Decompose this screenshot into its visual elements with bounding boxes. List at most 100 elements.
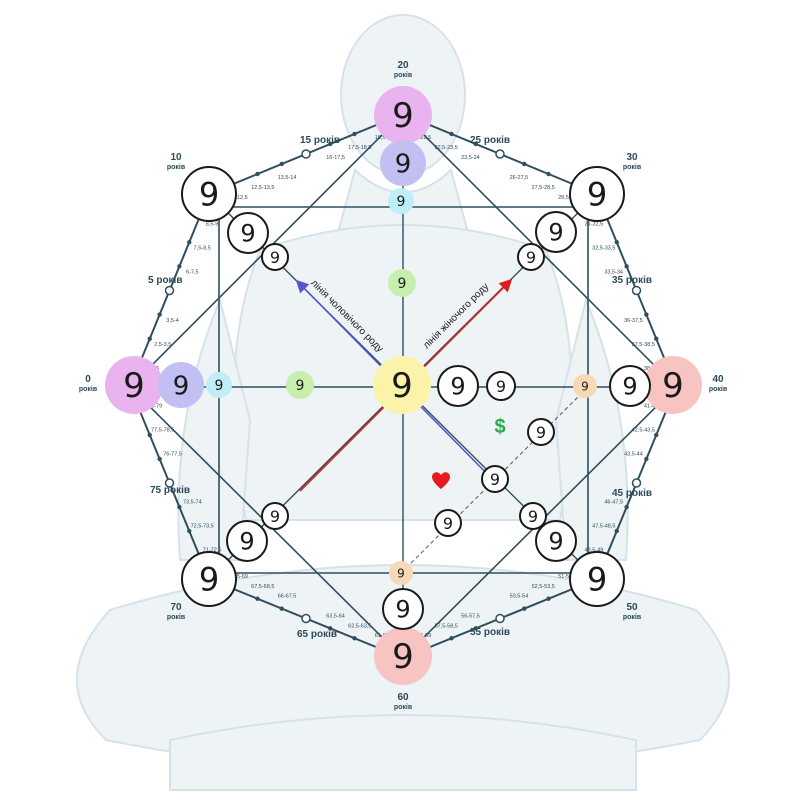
node-money-bottom-value: 9: [443, 514, 453, 533]
node-top-2-value: 9: [395, 149, 412, 179]
age-tick-dot: [546, 596, 551, 601]
age-unit: років: [167, 163, 186, 171]
age-tick-dot: [255, 171, 260, 177]
age-range-label: 51-52,5: [558, 574, 577, 580]
age-range-label: 72,5-73,5: [191, 524, 214, 530]
node-left-2: 9: [158, 362, 204, 408]
node-tr-2: 9: [535, 211, 577, 253]
age-tick-dot: [157, 312, 162, 317]
mid-age-marker: [164, 478, 175, 488]
node-left-outer: 9: [105, 356, 163, 414]
age-range-label: 41-42,5: [644, 404, 663, 410]
age-range-label: 73,5-74: [183, 500, 202, 506]
age-label: 10: [170, 152, 182, 163]
age-range-label: 71-72,5: [203, 548, 222, 554]
age-range-label: 77,5-78,5: [151, 428, 174, 434]
age-range-label: 48,5-49: [585, 548, 604, 554]
age-range-label: 7,5-8,5: [194, 246, 211, 252]
age-unit: років: [623, 613, 642, 621]
mid-age-label: 55 років: [470, 627, 510, 638]
age-range-label: 52,5-53,5: [532, 584, 555, 590]
node-left-3: 9: [206, 372, 232, 398]
age-range-label: 21-22,5: [413, 135, 432, 141]
node-relationship-value: 9: [490, 470, 500, 489]
age-range-label: 27,5-28,5: [532, 185, 555, 191]
node-left-outer-value: 9: [123, 366, 145, 406]
node-bottom-2: 9: [382, 588, 424, 630]
heart-icon: [432, 472, 450, 489]
node-money-top: 9: [527, 418, 555, 446]
node-right-outer: 9: [644, 356, 702, 414]
node-br-3: 9: [519, 502, 547, 530]
node-bl-3-value: 9: [270, 507, 280, 526]
age-range-label: 18,5-19: [375, 135, 394, 141]
mid-age-marker: [301, 149, 311, 159]
age-tick-dot: [654, 336, 659, 341]
age-label: 30: [626, 152, 638, 163]
age-range-label: 3,5-4: [166, 318, 179, 324]
node-right-peach-value: 9: [581, 379, 589, 393]
node-top-outer-value: 9: [392, 96, 414, 136]
node-corner-tl: 9: [181, 166, 237, 222]
age-range-label: 57,5-58,5: [435, 623, 458, 629]
node-br-2: 9: [535, 520, 577, 562]
node-left-4-value: 9: [296, 378, 305, 394]
node-tl-3-value: 9: [270, 248, 280, 267]
mid-age-marker: [164, 285, 175, 296]
age-tick-dot: [177, 264, 182, 269]
mid-age-marker: [301, 613, 311, 624]
node-br-2-value: 9: [548, 528, 563, 556]
node-bl-2-value: 9: [239, 528, 254, 556]
node-money-top-value: 9: [536, 423, 546, 442]
age-tick-dot: [279, 161, 284, 167]
age-range-label: 47,5-48,5: [592, 524, 615, 530]
age-label: 50: [626, 602, 638, 613]
node-money-bottom: 9: [434, 509, 462, 537]
mid-age-label: 25 років: [470, 135, 510, 146]
age-label: 40: [712, 374, 724, 385]
node-right-2-value: 9: [622, 373, 637, 401]
age-tick-dot: [522, 161, 527, 167]
node-bottom-peach-value: 9: [397, 566, 405, 580]
node-corner-tl-value: 9: [199, 176, 219, 214]
age-tick-dot: [147, 336, 152, 341]
node-right-outer-value: 9: [662, 366, 684, 406]
age-range-label: 68,5-69: [229, 574, 248, 580]
age-range-label: 33,5-34: [604, 270, 623, 276]
age-range-label: 17,5-18,5: [348, 145, 371, 151]
age-tick-dot: [624, 504, 629, 510]
age-tick-dot: [177, 504, 182, 510]
node-corner-tr-value: 9: [587, 176, 607, 214]
node-bl-3: 9: [261, 502, 289, 530]
age-range-label: 56-57,5: [461, 613, 480, 619]
age-tick-dot: [449, 636, 454, 641]
age-range-label: 32,5-33,5: [592, 246, 615, 252]
node-bottom-outer: 9: [374, 627, 432, 685]
age-tick-dot: [352, 131, 357, 137]
age-range-label: 63,5-64: [326, 613, 345, 619]
age-tick-dot: [644, 312, 649, 317]
node-right-peach: 9: [573, 374, 597, 398]
age-range-label: 8,5-9: [206, 221, 219, 227]
age-range-label: 37,5-38,5: [632, 342, 655, 348]
age-tick-dot: [328, 141, 333, 147]
node-corner-br-value: 9: [587, 561, 607, 599]
node-tl-2: 9: [227, 212, 269, 254]
node-tl-3: 9: [261, 243, 289, 271]
age-tick-dot: [614, 240, 619, 245]
node-bottom-outer-value: 9: [392, 637, 414, 677]
age-label: 0: [85, 374, 91, 385]
node-top-3: 9: [388, 188, 414, 214]
node-top-4: 9: [388, 269, 416, 297]
node-tl-2-value: 9: [240, 220, 255, 248]
mid-age-label: 15 років: [300, 135, 340, 146]
age-tick-dot: [473, 141, 478, 147]
age-label: 60: [397, 692, 409, 703]
age-tick-dot: [449, 131, 454, 137]
node-tr-2-value: 9: [548, 219, 563, 247]
node-right-3-value: 9: [450, 373, 465, 401]
age-tick-dot: [614, 528, 619, 534]
age-tick-dot: [255, 596, 260, 601]
age-range-label: 53,5-54: [510, 594, 529, 600]
